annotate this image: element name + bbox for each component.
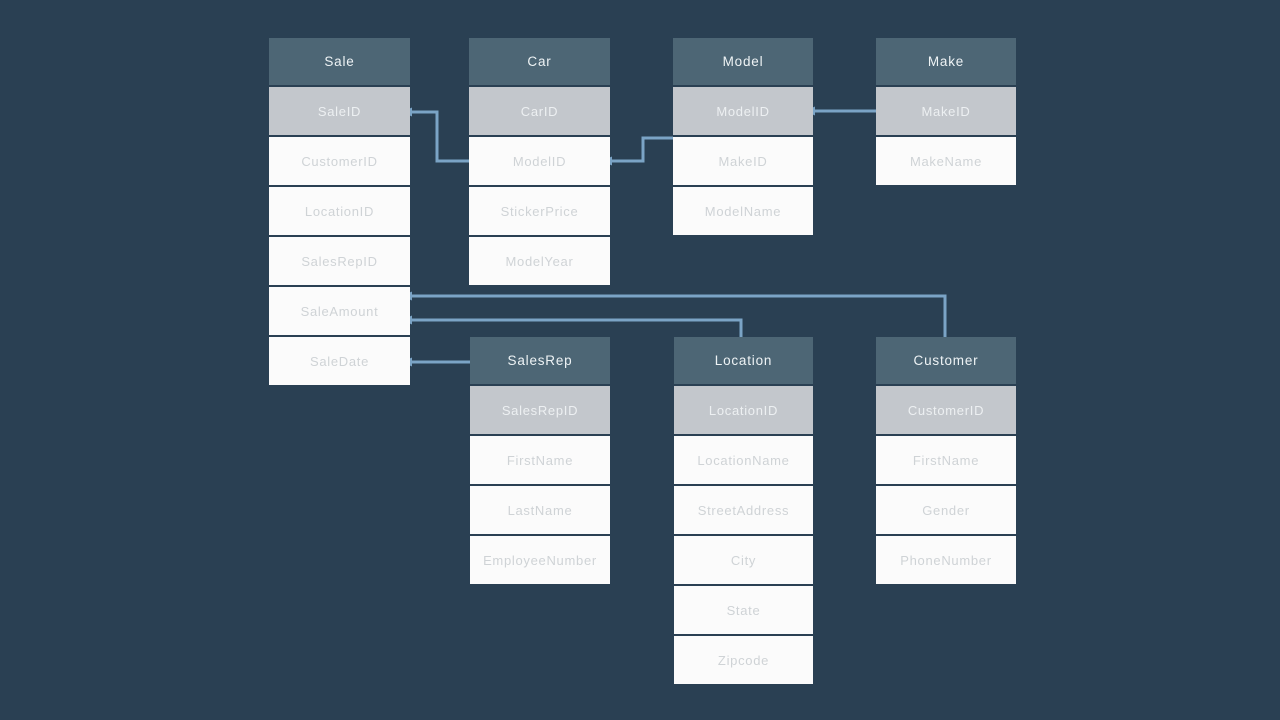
table-column-makename: MakeName	[876, 137, 1016, 185]
connector-customer-to-sale	[412, 294, 947, 337]
table-header-sale: Sale	[269, 38, 410, 85]
table-column-modelname: ModelName	[673, 187, 813, 235]
table-column-makeid: MakeID	[673, 137, 813, 185]
table-header-car: Car	[469, 38, 610, 85]
table-column-makeid: MakeID	[876, 87, 1016, 135]
table-column-modelid: ModelID	[673, 87, 813, 135]
table-header-customer: Customer	[876, 337, 1016, 384]
table-column-salesrepid: SalesRepID	[470, 386, 610, 434]
connector-model-modelid-to-car-modelid	[612, 136, 673, 163]
table-header-model: Model	[673, 38, 813, 85]
table-column-gender: Gender	[876, 486, 1016, 534]
table-column-locationid: LocationID	[674, 386, 813, 434]
table-column-locationid: LocationID	[269, 187, 410, 235]
table-column-modelid: ModelID	[469, 137, 610, 185]
table-column-streetaddress: StreetAddress	[674, 486, 813, 534]
table-column-firstname: FirstName	[470, 436, 610, 484]
table-column-employeenumber: EmployeeNumber	[470, 536, 610, 584]
table-header-salesrep: SalesRep	[470, 337, 610, 384]
table-header-location: Location	[674, 337, 813, 384]
table-column-customerid: CustomerID	[876, 386, 1016, 434]
table-column-locationname: LocationName	[674, 436, 813, 484]
table-column-firstname: FirstName	[876, 436, 1016, 484]
table-column-salesrepid: SalesRepID	[269, 237, 410, 285]
connector-car-modelid-to-sale-saleid	[412, 110, 469, 163]
table-column-city: City	[674, 536, 813, 584]
table-column-zipcode: Zipcode	[674, 636, 813, 684]
table-column-state: State	[674, 586, 813, 634]
table-column-lastname: LastName	[470, 486, 610, 534]
table-header-make: Make	[876, 38, 1016, 85]
table-column-carid: CarID	[469, 87, 610, 135]
table-column-saleid: SaleID	[269, 87, 410, 135]
table-column-stickerprice: StickerPrice	[469, 187, 610, 235]
connector-location-to-sale	[412, 318, 743, 337]
table-column-saledate: SaleDate	[269, 337, 410, 385]
table-column-saleamount: SaleAmount	[269, 287, 410, 335]
table-column-customerid: CustomerID	[269, 137, 410, 185]
table-column-modelyear: ModelYear	[469, 237, 610, 285]
table-column-phonenumber: PhoneNumber	[876, 536, 1016, 584]
